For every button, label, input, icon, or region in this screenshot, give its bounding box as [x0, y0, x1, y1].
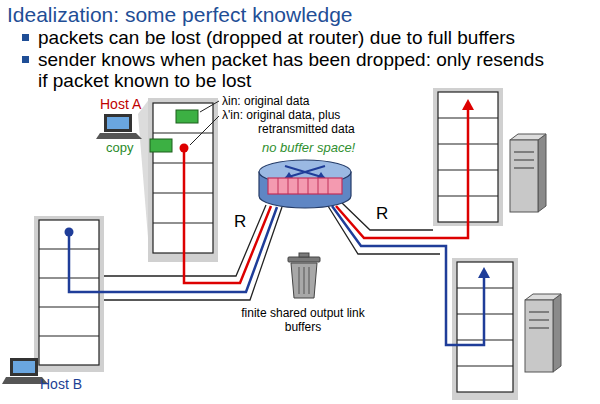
bullet-mark [22, 56, 29, 63]
bullet-mark [22, 34, 29, 41]
server-tower [525, 300, 553, 372]
bullet-text: sender knows when packet has been droppe… [38, 49, 552, 91]
leader-line [200, 101, 219, 112]
bullet-text: packets can be lost (dropped at router) … [38, 27, 578, 48]
router-arrowhead [317, 172, 325, 178]
trash-body [291, 263, 317, 298]
rate-label: λin: original data [222, 94, 309, 108]
link-edge [342, 203, 433, 230]
server-top [510, 134, 546, 140]
laptop-screen [104, 114, 132, 132]
blue-flow [69, 207, 277, 292]
link-rate: R [376, 204, 388, 224]
packet [176, 110, 198, 123]
router-arrowhead [285, 172, 293, 178]
packet-copy [150, 139, 172, 152]
server-top [525, 294, 561, 300]
router-arrows [285, 166, 325, 178]
trash-ribs [299, 267, 309, 294]
server-slots [529, 312, 549, 328]
status-note: no buffer space! [262, 140, 355, 155]
router-buffer [268, 178, 342, 194]
slide-title: Idealization: some perfect knowledge [7, 2, 353, 28]
link-edge [104, 207, 282, 300]
laptop-display [107, 117, 129, 129]
laptop-display [13, 361, 35, 373]
flow-arrowhead [462, 99, 474, 110]
flow-arrowhead [478, 267, 490, 278]
router-buffer-slots [278, 178, 328, 194]
trash-lid [288, 257, 320, 262]
blue-flow [332, 206, 484, 345]
trash-handle [299, 253, 309, 257]
server-side [538, 134, 546, 212]
link-rate: R [234, 212, 246, 232]
copy-label: copy [106, 140, 133, 155]
laptop-screen [10, 358, 38, 376]
host-label: Host B [40, 376, 82, 392]
server-slots [514, 152, 534, 168]
buffer-note: finite shared output link buffers [238, 306, 368, 334]
rate-label: λ'in: original data, plus retransmitted … [222, 108, 402, 136]
host-label: Host A [100, 96, 141, 112]
laptop-base [96, 133, 142, 139]
server-tower [510, 140, 538, 212]
leader-line [190, 116, 219, 145]
server-side [553, 294, 561, 372]
red-flow [336, 108, 468, 238]
